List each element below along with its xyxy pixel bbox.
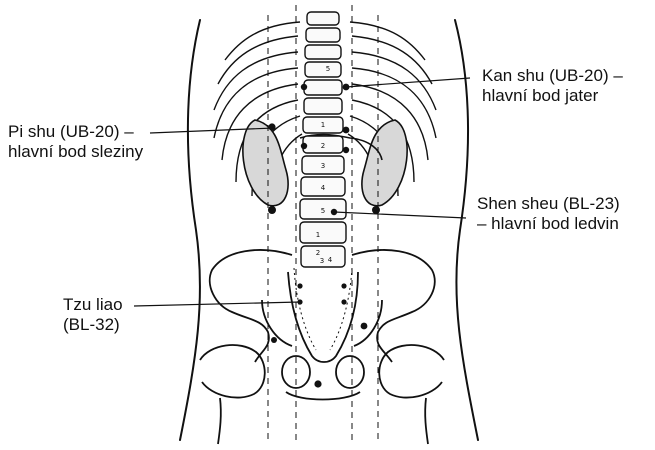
label-tzu-liao-line1: Tzu liao: [63, 295, 123, 315]
acupoint: [361, 323, 368, 330]
vertebra-number: 4: [328, 256, 333, 264]
acupoint: [341, 299, 346, 304]
left-femur: [218, 398, 221, 444]
acupoint: [297, 283, 302, 288]
right-iliac-crest: [352, 250, 435, 362]
acupoint: [314, 380, 321, 387]
acupoint: [372, 206, 380, 214]
vertebra-number: 2: [321, 142, 325, 150]
leader-kan-shu: [346, 78, 470, 87]
acupoint: [343, 127, 350, 134]
left-iliac-crest: [210, 250, 292, 362]
leader-shen-sheu: [334, 212, 466, 218]
acupoint: [301, 84, 307, 90]
label-kan-shu: Kan shu (UB-20) – hlavní bod jater: [482, 66, 623, 106]
left-kidney: [243, 120, 288, 206]
vertebra-number: 3: [320, 257, 324, 265]
label-pi-shu-line1: Pi shu (UB-20) –: [8, 122, 143, 142]
vertebra-number: 5: [326, 65, 330, 73]
acupoint: [271, 337, 277, 343]
vertebra-number: 1: [316, 231, 320, 239]
body-outline-right: [455, 20, 478, 440]
vertebra-number: 4: [321, 184, 326, 192]
acupoint: [268, 123, 275, 130]
vertebra-number: 2: [316, 249, 320, 257]
acupoint: [343, 147, 349, 153]
spine: [300, 12, 346, 267]
label-tzu-liao-line2: (BL-32): [63, 315, 123, 335]
label-shen-sheu-line2: – hlavní bod ledvin: [477, 214, 620, 234]
acupoint: [268, 206, 276, 214]
vertebra-number: 1: [321, 121, 325, 129]
leader-tzu-liao: [134, 302, 300, 306]
label-kan-shu-line2: hlavní bod jater: [482, 86, 623, 106]
acupoint: [301, 143, 307, 149]
label-shen-sheu-line1: Shen sheu (BL-23): [477, 194, 620, 214]
label-pi-shu: Pi shu (UB-20) – hlavní bod sleziny: [8, 122, 143, 162]
vertebra-number: 3: [321, 162, 325, 170]
label-pi-shu-line2: hlavní bod sleziny: [8, 142, 143, 162]
label-shen-sheu: Shen sheu (BL-23) – hlavní bod ledvin: [477, 194, 620, 234]
right-femur: [425, 398, 428, 444]
label-kan-shu-line1: Kan shu (UB-20) –: [482, 66, 623, 86]
label-tzu-liao: Tzu liao (BL-32): [63, 295, 123, 335]
right-obturator: [336, 356, 364, 388]
vertebra-number: 5: [321, 207, 325, 215]
left-hip-socket: [200, 345, 265, 398]
acupoint: [341, 283, 346, 288]
right-hip-socket: [379, 345, 444, 398]
right-kidney: [362, 120, 407, 206]
body-outline-left: [180, 20, 200, 440]
pelvis: [200, 250, 444, 444]
